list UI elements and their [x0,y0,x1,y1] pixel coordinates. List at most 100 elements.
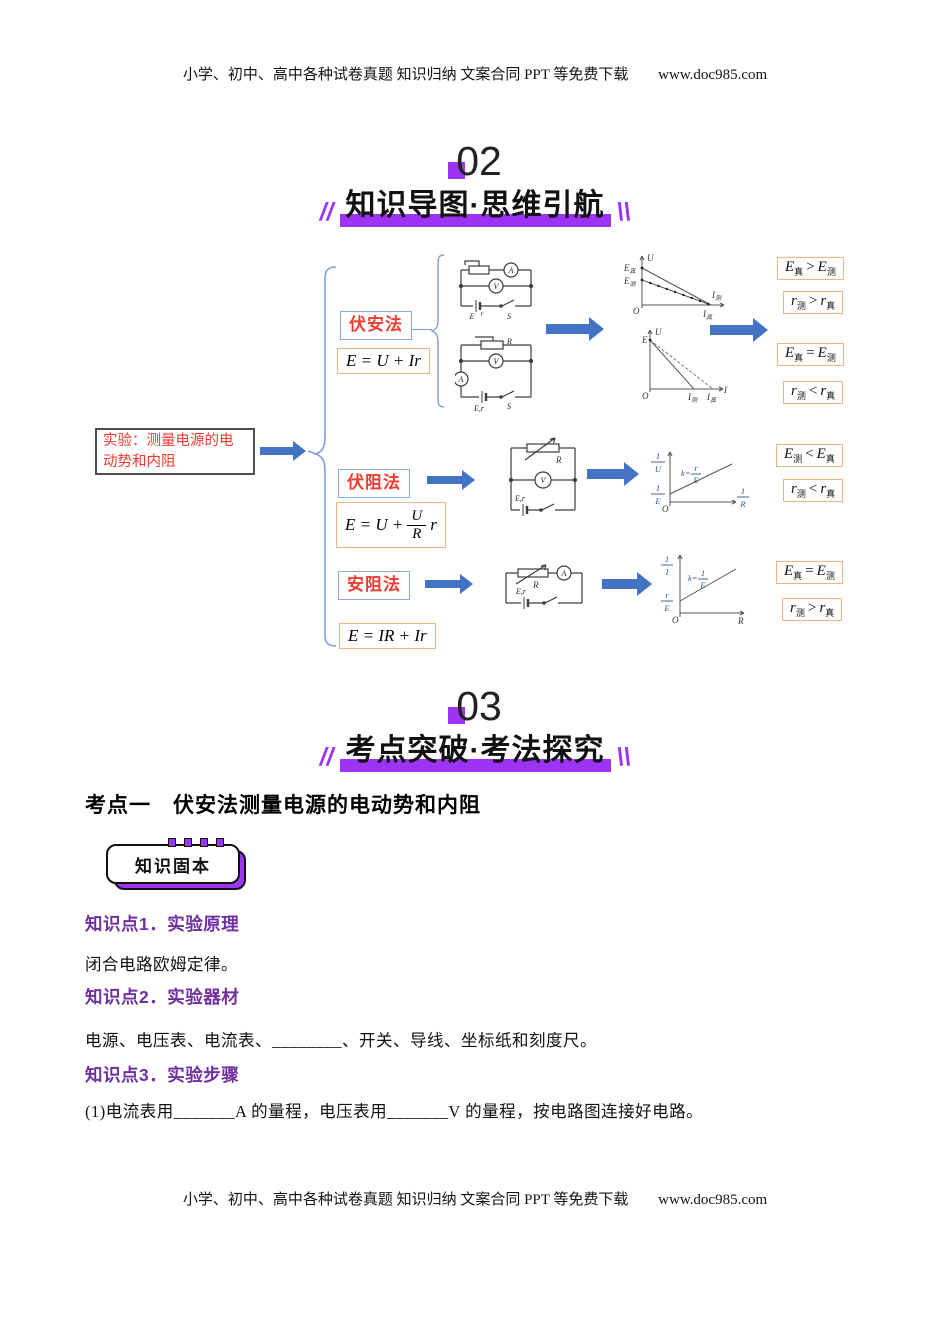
voltmeter-label: V [494,282,500,291]
svg-text:E: E [692,475,699,485]
ammeter-label: A [458,375,464,384]
origin-label: O [662,504,669,514]
page-header: 小学、初中、高中各种试卷真题 知识归纳 文案合同 PPT 等免费下载 www.d… [0,63,950,84]
flow-arrow-root [260,441,306,461]
conclusion-box: E真>E测 [777,257,844,280]
badge-label: 知识固本 [106,844,240,884]
graph-ui-true-vs-measured: U E I I测 I真 O [641,327,728,404]
badge-pin-icon [200,838,208,847]
x-axis-label: I [723,385,728,395]
svg-text:E: E [699,580,706,590]
switch-label: S [507,402,511,411]
circuit-wires [508,437,578,516]
flow-arrow [425,574,473,594]
circuit-wires [458,260,534,312]
header-url: www.doc985.com [658,67,768,83]
kaodian-heading: 考点一 伏安法测量电源的电动势和内阻 [85,794,481,817]
x-axis-label: R [737,616,744,626]
svg-text:k=: k= [688,573,698,583]
y-axis-fraction-label: 1 I [661,554,673,577]
graph-ui-measured: U E真 E测 I测 I真 O [623,253,725,321]
badge-pin-icon [184,838,192,847]
svg-text:r: r [665,590,669,600]
section-03-number: 03 [0,686,950,729]
flow-arrow [546,317,604,341]
knowledge-point-body: (1)电流表用_______A 的量程，电压表用_______V 的量程，按电路… [85,1102,704,1121]
knowledge-point-title: 知识点1．实验原理 [85,914,240,934]
graph-axes [639,255,725,308]
deco-slash-left: // [319,743,334,771]
svg-text:E: E [654,496,661,506]
current-true-label: I真 [706,392,717,404]
svg-text:1: 1 [665,554,669,564]
svg-text:1: 1 [656,451,660,461]
conclusion-box: r测<r真 [783,381,844,404]
resistor-label: R [506,337,512,346]
page-footer: 小学、初中、高中各种试卷真题 知识归纳 文案合同 PPT 等免费下载 www.d… [0,1188,950,1209]
source-label: E,r [473,404,485,413]
deco-slash-right: \\ [616,743,631,771]
data-points [640,266,710,306]
deco-slash-left: // [319,198,334,226]
svg-text:E: E [663,603,670,613]
current-measured-label: I测 [687,392,698,404]
knowledge-point-title: 知识点2．实验器材 [85,987,240,1007]
voltmeter-label: V [541,476,547,485]
circuit-diagram-amp-resistance: R A E,r [505,564,583,609]
x-axis-label: I测 [711,290,722,302]
voltmeter-label: V [494,357,500,366]
purple-square-icon [448,707,466,724]
circuit-diagram-volt-resistance: R V E,r [508,437,578,516]
brace-connector-line [412,329,432,330]
resistor-label: R [532,580,539,590]
switch-label: S [507,312,511,321]
formula-box-voltammeter: E = U + Ir [337,348,430,374]
origin-label: O [642,391,649,401]
emf-true-tick: E真 [623,263,637,275]
emf-tick: E [641,335,648,345]
svg-text:1: 1 [701,568,705,578]
header-text: 小学、初中、高中各种试卷真题 知识归纳 文案合同 PPT 等免费下载 [182,67,629,83]
main-brace [308,266,337,647]
badge-pin-icon [216,838,224,847]
graph-inverse-u-inverse-r: 1 U 1 R 1 E k= r E O [651,451,749,514]
knowledge-point-body: 闭合电路欧姆定律。 [85,955,238,974]
flow-arrow [427,470,475,490]
conclusion-box: E真=E测 [776,561,843,584]
flow-arrow [602,572,652,596]
circuit-wires [505,564,583,609]
badge-pin-icon [168,838,176,847]
formula-right: r [430,515,437,534]
section-03-title: //考点突破·考法探究\\ [0,725,950,772]
conclusion-box: r测<r真 [783,479,844,502]
svg-text:I: I [665,567,670,577]
graph-inverse-i-vs-r: 1 I r E k= 1 E R O [661,554,745,626]
svg-text:R: R [739,499,746,509]
svg-text:r: r [694,463,698,473]
circuit-diagram-rheostat-va: A V E r S [458,260,534,321]
circuit-wires [455,336,534,403]
circuits-brace [430,254,445,408]
ammeter-label: A [561,569,567,578]
section-number: 02 [456,138,502,184]
deco-slash-right: \\ [616,198,631,226]
section-number: 03 [456,683,502,729]
svg-text:1: 1 [741,486,745,496]
formula-box-ampresistance: E = IR + Ir [339,623,436,649]
graph-axes [667,451,737,506]
origin-label: O [633,306,640,316]
svg-text:U: U [655,464,662,474]
flow-arrow [710,318,768,342]
svg-text:1: 1 [656,483,660,493]
slope-annotation: k= 1 E [688,568,708,590]
formula-left: E = U + [345,515,404,534]
current-true-label: I真 [702,309,713,321]
method-box-voltammeter: 伏安法 [340,311,412,340]
y-axis-fraction-label: 1 U [651,451,665,474]
slope-annotation: k= r E [681,463,701,485]
graph-axes [677,554,745,617]
svg-text:k=: k= [681,468,691,478]
conclusion-box: r测>r真 [782,598,843,621]
